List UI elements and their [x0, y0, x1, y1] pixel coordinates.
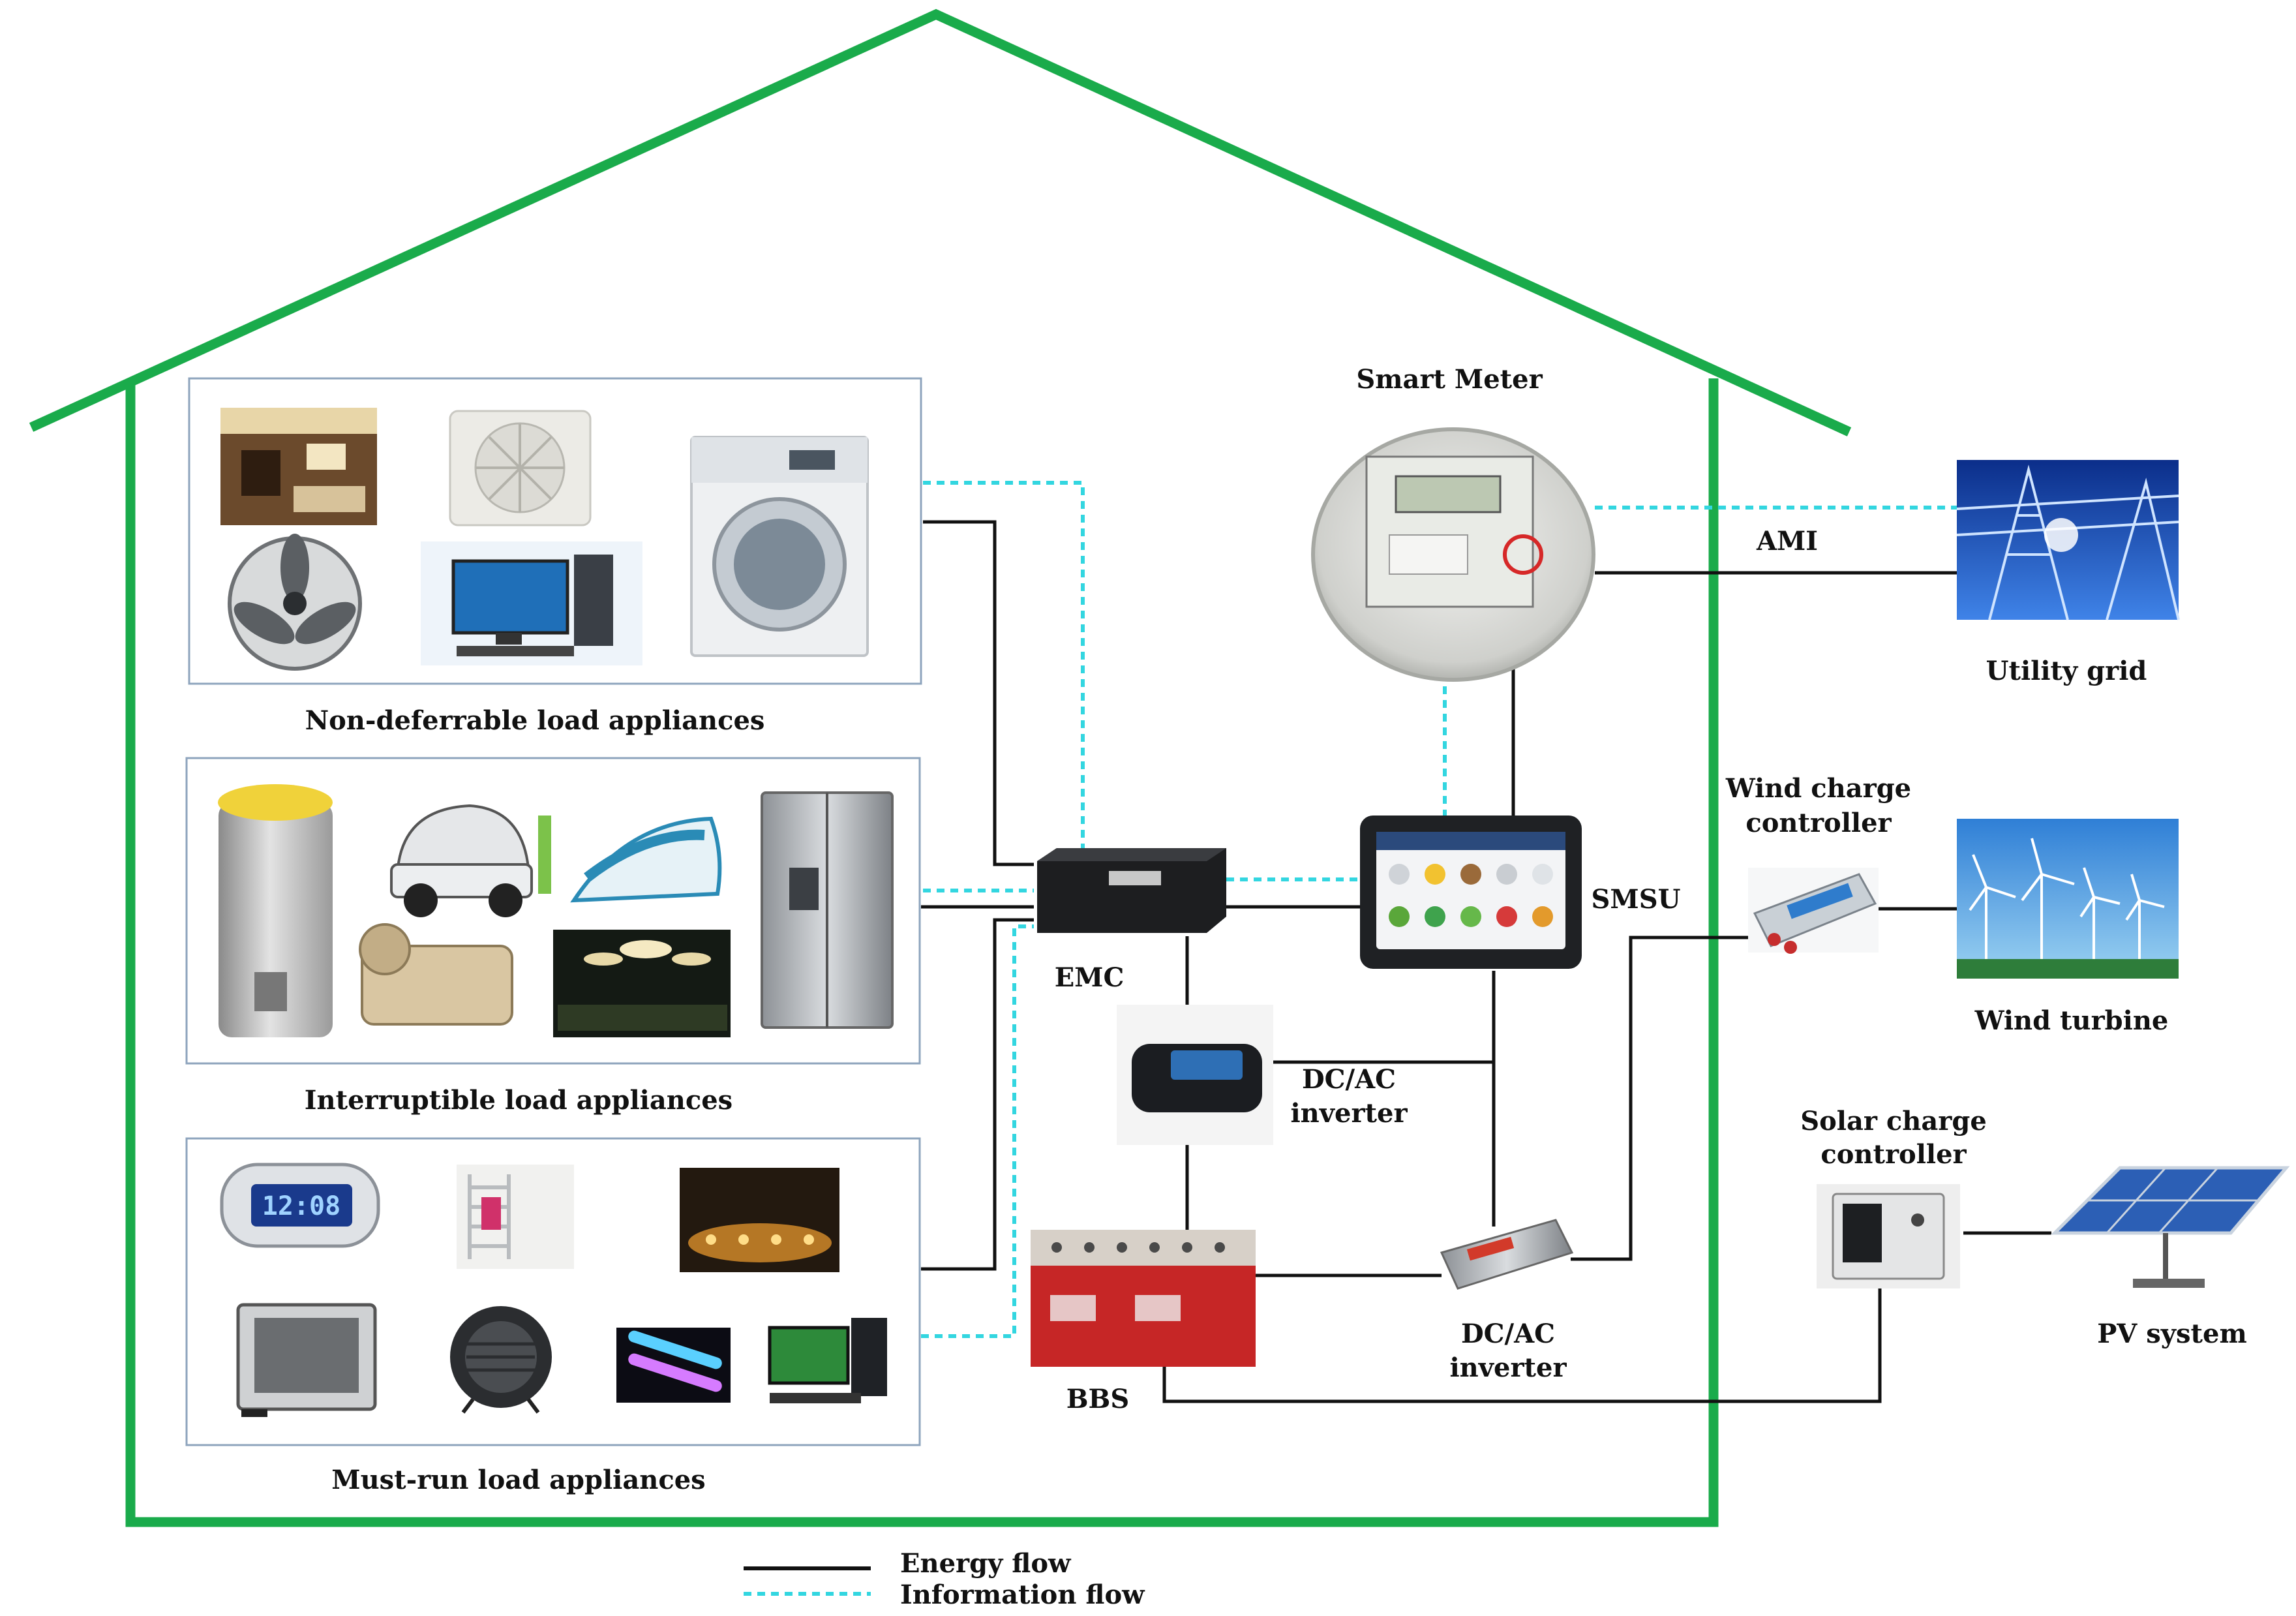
crt-television-icon: [236, 1303, 377, 1417]
wind-charge-controller-label-line2: controller: [1745, 808, 1892, 838]
bbs-label: BBS: [1066, 1384, 1130, 1414]
utility-grid-icon: [1956, 460, 2180, 620]
refrigerator-icon: [761, 791, 894, 1029]
smart-meter-icon: [1311, 427, 1595, 682]
steam-iron-icon: [570, 816, 722, 903]
alarm-clock-icon: 12:08: [220, 1163, 380, 1248]
dc-ac-inverter-2-label-line1: DC/AC: [1461, 1319, 1555, 1349]
smsu-label: SMSU: [1592, 884, 1681, 915]
information-flow-lines: [921, 481, 1957, 1338]
heated-towel-rail-icon: [457, 1165, 574, 1269]
interruptible-group-label: Interruptible load appliances: [305, 1085, 733, 1116]
industrial-fan-icon: [228, 534, 362, 671]
non-deferrable-group-label: Non-deferrable load appliances: [305, 705, 765, 736]
energy-flow-lines: [921, 520, 2051, 1403]
solar-charge-controller-label-line2: controller: [1820, 1139, 1967, 1170]
garden-lights-icon: [553, 930, 731, 1037]
interruptible-appliance-group: [185, 757, 921, 1065]
svg-text:12:08: 12:08: [262, 1191, 340, 1221]
wind-turbine-icon: [1957, 819, 2179, 979]
dc-ac-inverter-1-icon: [1117, 1005, 1273, 1145]
smsu-tablet-icon: [1360, 816, 1582, 969]
interruptible-frame: [185, 757, 921, 1065]
wind-turbine-label: Wind turbine: [1974, 1005, 2169, 1036]
pool-pump-icon: [359, 923, 513, 1026]
legend: Energy flow Information flow: [744, 1548, 1145, 1610]
dc-ac-inverter-2-label-line2: inverter: [1449, 1352, 1567, 1383]
non-deferrable-frame: [188, 377, 922, 685]
washing-machine-icon: [690, 436, 869, 657]
outdoor-lighting-icon: [680, 1168, 839, 1272]
dc-ac-inverter-1-label-line2: inverter: [1290, 1098, 1408, 1129]
solar-charge-controller-icon: [1817, 1184, 1960, 1288]
smart-meter-label: Smart Meter: [1356, 364, 1543, 395]
exhaust-fan-icon: [449, 410, 592, 526]
dc-ac-inverter-2-icon: [1440, 1219, 1574, 1290]
information-flow-legend-label: Information flow: [900, 1579, 1145, 1610]
wind-charge-controller-icon: [1748, 868, 1879, 954]
must-run-appliance-group: 12:08: [185, 1137, 921, 1446]
bbs-battery-bank-icon: [1031, 1230, 1256, 1367]
non-deferrable-appliance-group: [188, 377, 922, 685]
energy-flow-legend-label: Energy flow: [900, 1548, 1072, 1579]
pv-system-label: PV system: [2097, 1319, 2247, 1349]
house-outline: [29, 8, 1852, 1527]
living-room-icon: [220, 408, 377, 525]
ami-label: AMI: [1756, 526, 1818, 556]
utility-grid-label: Utility grid: [1986, 656, 2147, 686]
solar-charge-controller-label-line1: Solar charge: [1800, 1106, 1987, 1136]
must-run-group-label: Must-run load appliances: [331, 1465, 705, 1495]
space-heater-icon: [450, 1306, 552, 1414]
water-heater-icon: [218, 784, 333, 1037]
dc-ac-inverter-1-label-line1: DC/AC: [1302, 1064, 1396, 1095]
desktop-computer-icon: [421, 541, 642, 665]
wind-charge-controller-label-line1: Wind charge: [1725, 773, 1911, 804]
desktop-pc-icon: [768, 1318, 887, 1403]
electric-car-icon: [390, 804, 551, 917]
pv-system-icon: [2050, 1166, 2290, 1288]
emc-device-icon: [1037, 848, 1226, 933]
must-run-frame: [185, 1137, 921, 1446]
emc-label: EMC: [1055, 962, 1125, 993]
led-tube-lights-icon: [616, 1328, 731, 1403]
